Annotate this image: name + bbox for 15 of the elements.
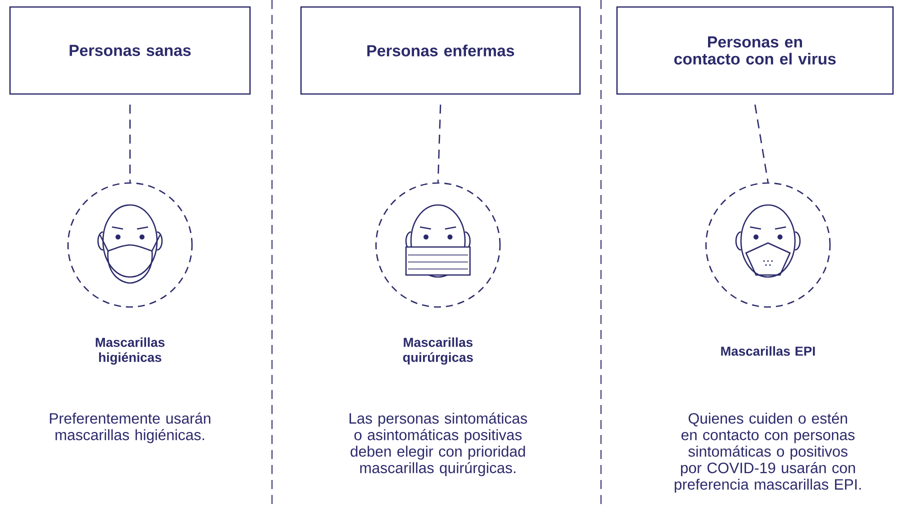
dashed-circle bbox=[67, 182, 193, 308]
header-box: Personas en contacto con el virus bbox=[616, 6, 894, 95]
dashed-circle bbox=[375, 182, 501, 308]
dashed-circle bbox=[705, 182, 831, 308]
mask-type-label: Mascarillas EPI bbox=[721, 346, 815, 356]
description-text: Las personas sintomáticas o asintomáticas positivas deben elegir con prioridad mascarillas quirúrgicas. bbox=[350, 412, 528, 476]
dashed-connector bbox=[437, 104, 442, 182]
dashed-connector bbox=[129, 104, 131, 182]
mask-type-label: Mascarillas higiénicas bbox=[96, 337, 165, 365]
description-text: Preferentemente usarán mascarillas higiénicas. bbox=[50, 412, 210, 444]
header-box: Personas sanas bbox=[9, 6, 251, 95]
description-text: Quienes cuiden o estén en contacto con personas sintomáticas o positivos por COVID-19 usarán con preferencia mascarillas EPI. bbox=[674, 412, 861, 493]
dashed-connector bbox=[754, 104, 769, 182]
header-box: Personas enfermas bbox=[300, 6, 581, 95]
mask-type-label: Mascarillas quirúrgicas bbox=[403, 337, 473, 365]
